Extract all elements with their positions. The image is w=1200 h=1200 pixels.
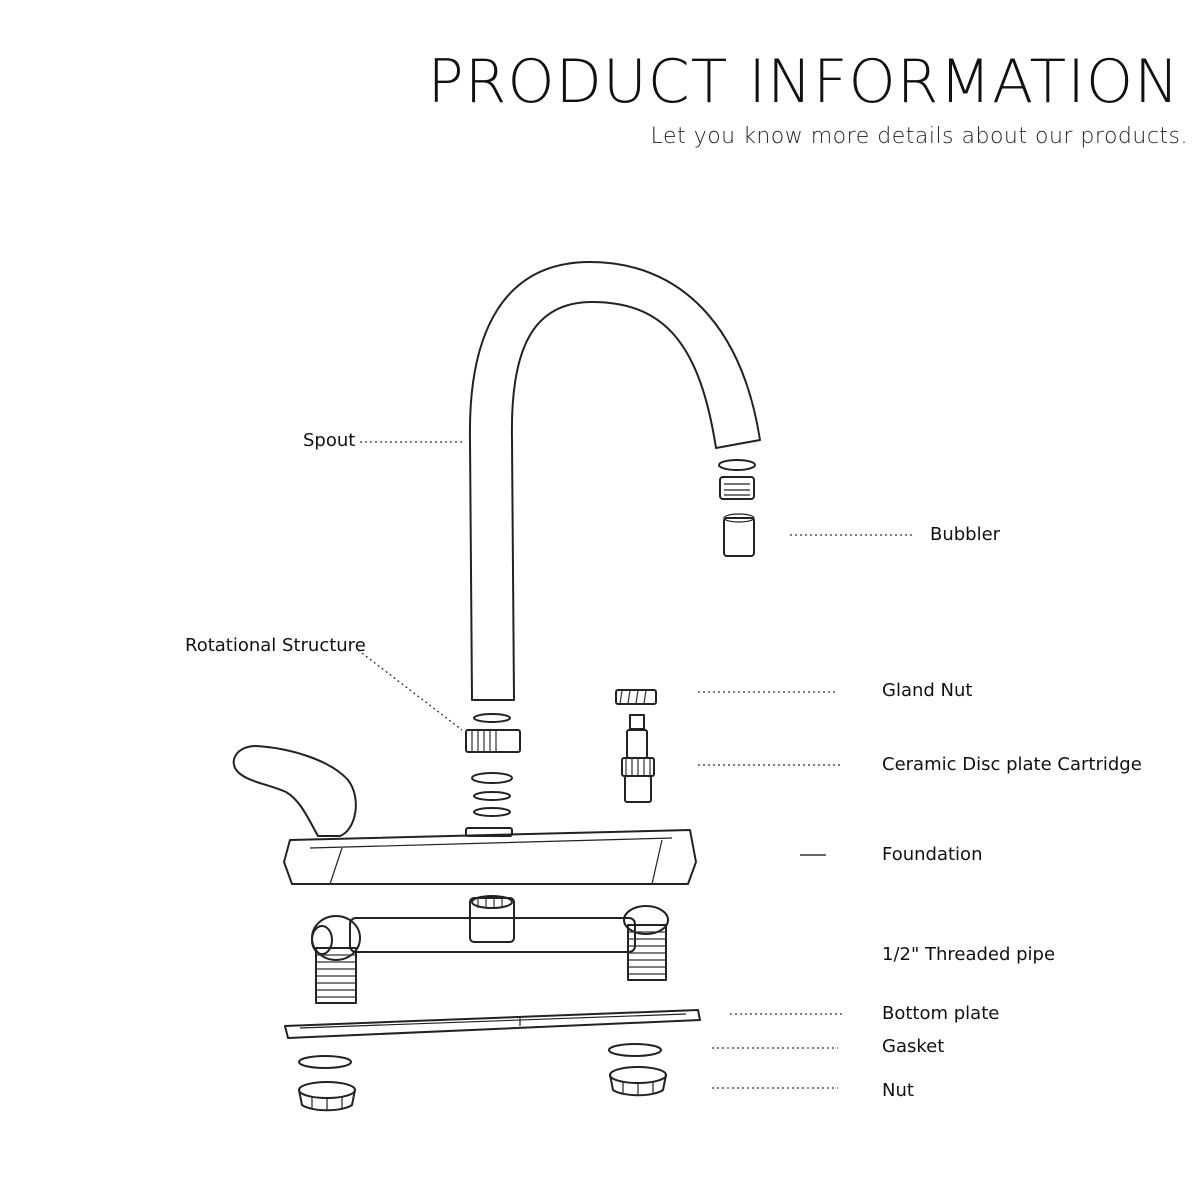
label-threaded-pipe: 1/2" Threaded pipe [882, 944, 1056, 965]
bottom-plate-part [284, 1009, 701, 1039]
label-spout: Spout [303, 430, 356, 451]
gasket-part [298, 1043, 662, 1069]
label-cartridge: Ceramic Disc plate Cartridge [882, 754, 1142, 775]
rotational-structure-part [465, 713, 521, 817]
spout-part [468, 261, 761, 701]
page-subtitle: Let you know more details about our prod… [650, 124, 1188, 149]
foundation-part [283, 827, 697, 885]
label-nut: Nut [882, 1080, 914, 1101]
label-bottom-plate: Bottom plate [882, 1003, 1000, 1024]
rotational-structure-leader [357, 649, 463, 731]
nut-part [298, 1066, 667, 1112]
label-foundation: Foundation [882, 844, 983, 865]
label-gland-nut: Gland Nut [882, 680, 973, 701]
page-title: PRODUCT INFORMATION [427, 47, 1180, 117]
label-bubbler: Bubbler [930, 524, 1001, 545]
cartridge-part [621, 714, 655, 803]
gland-nut-part [615, 689, 657, 705]
label-gasket: Gasket [882, 1036, 945, 1057]
handle-part [232, 745, 357, 837]
bubbler-part [718, 459, 756, 557]
label-rotational-structure: Rotational Structure [185, 635, 366, 656]
threaded-pipe-part [311, 895, 669, 1004]
